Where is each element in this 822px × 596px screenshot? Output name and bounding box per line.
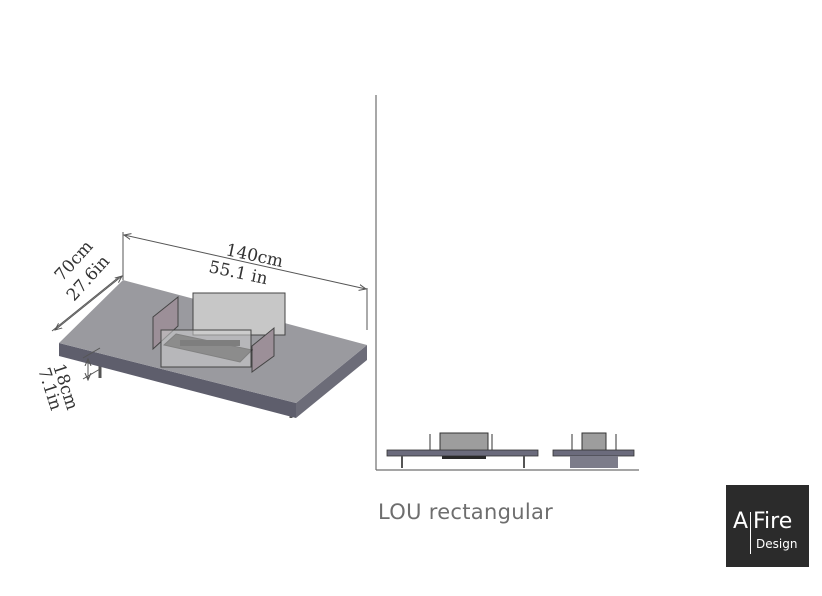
table-right-edge xyxy=(296,345,367,418)
height-dimension xyxy=(82,347,101,380)
back-glass-panel xyxy=(192,292,286,336)
depth-dimension xyxy=(51,276,122,332)
front-elevation-glass xyxy=(439,432,489,452)
left-glass-panel xyxy=(152,295,179,351)
front-glass-panel xyxy=(160,329,252,368)
table-front-edge xyxy=(59,343,296,418)
front-elevation-top xyxy=(386,449,539,457)
logo-divider xyxy=(750,512,751,554)
product-name: LOU rectangular xyxy=(378,500,554,524)
side-elevation-body xyxy=(570,456,618,468)
afire-design-logo: A Fire Design xyxy=(726,485,809,567)
isometric-table-view xyxy=(59,280,367,418)
elevation-frame xyxy=(375,95,639,471)
front-elevation xyxy=(386,432,539,468)
logo-word-design: Design xyxy=(756,537,798,551)
logo-word-fire: Fire xyxy=(753,509,793,534)
side-elevation xyxy=(552,432,635,468)
front-elevation-base xyxy=(442,456,486,459)
logo-letter-a: A xyxy=(733,509,749,534)
right-glass-panel xyxy=(251,326,275,373)
side-elevation-glass xyxy=(581,432,607,452)
width-dimension xyxy=(122,232,368,330)
side-elevation-top xyxy=(552,449,635,457)
